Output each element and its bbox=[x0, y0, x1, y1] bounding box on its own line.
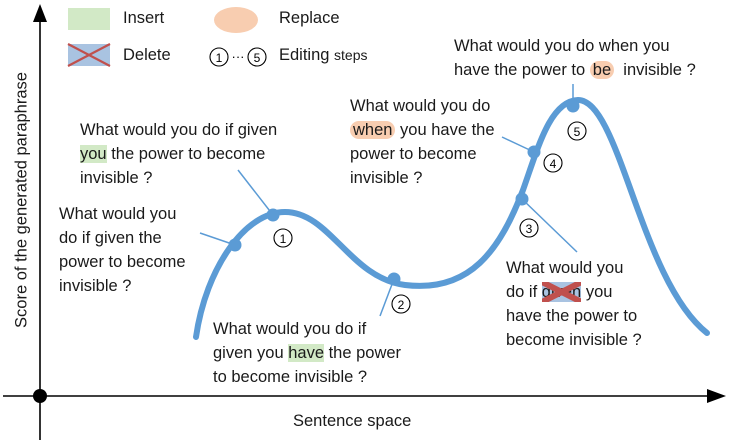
sentence-step-2-pre: given you bbox=[213, 344, 289, 362]
step-marker-4: 4 bbox=[543, 153, 563, 173]
legend-steps-small: steps bbox=[334, 47, 368, 63]
curve-point-step-5 bbox=[566, 99, 580, 113]
sentence-step-3-line-2: do if given you bbox=[506, 280, 642, 304]
sentence-step-4-line-3: power to become bbox=[350, 145, 477, 163]
sentence-step-5-post: invisible ? bbox=[614, 61, 696, 79]
deleted-word-box: given bbox=[541, 282, 582, 302]
sentence-initial-line-3: power to become bbox=[59, 253, 186, 271]
y-axis-arrowhead bbox=[33, 4, 47, 22]
curve-point-step-1 bbox=[266, 208, 280, 222]
connector-s3 bbox=[521, 198, 578, 253]
step-number-2: 2 bbox=[398, 298, 405, 312]
legend-step-dots: ··· bbox=[232, 49, 245, 64]
sentence-step-5: What would you do when you have the powe… bbox=[454, 34, 696, 82]
legend-insert-label: Insert bbox=[123, 9, 165, 27]
step-marker-2: 2 bbox=[391, 294, 411, 314]
sentence-step-3-post: you bbox=[581, 283, 613, 301]
x-axis-label: Sentence space bbox=[293, 412, 412, 430]
legend-steps-label: Editing steps bbox=[279, 46, 368, 65]
delete-cross-icon bbox=[542, 282, 581, 302]
sentence-step-4-line-4: invisible ? bbox=[350, 169, 423, 187]
sentence-step-4: What would you do when you have the powe… bbox=[350, 94, 495, 190]
step-marker-5: 5 bbox=[567, 121, 587, 141]
legend-step-end-number: 5 bbox=[254, 51, 261, 65]
sentence-step-3-line-4: become invisible ? bbox=[506, 331, 642, 349]
origin-dot bbox=[33, 389, 47, 403]
inserted-word: you bbox=[80, 145, 107, 163]
sentence-step-4-line-2: when you have the bbox=[350, 118, 495, 142]
legend-step-end-circle bbox=[247, 47, 267, 67]
curve-point-step-3 bbox=[515, 192, 529, 206]
sentence-step-2-line-3: to become invisible ? bbox=[213, 368, 368, 386]
replaced-word: be bbox=[589, 61, 615, 79]
sentence-step-2-line-2: given you have the power bbox=[213, 341, 401, 365]
sentence-initial-line-4: invisible ? bbox=[59, 277, 132, 295]
sentence-step-1: What would you do if given you the power… bbox=[80, 118, 277, 190]
sentence-step-5-line-1: What would you do when you bbox=[454, 37, 670, 55]
sentence-step-4-line-1: What would you do bbox=[350, 97, 491, 115]
step-marker-3: 3 bbox=[519, 218, 539, 238]
step-number-5: 5 bbox=[574, 125, 581, 139]
legend-replace-swatch bbox=[214, 7, 258, 33]
sentence-initial-line-2: do if given the bbox=[59, 229, 162, 247]
sentence-step-1-line-1: What would you do if given bbox=[80, 121, 278, 139]
legend-replace-label: Replace bbox=[279, 9, 340, 27]
step-number-3: 3 bbox=[526, 222, 533, 236]
connector-s2 bbox=[379, 278, 395, 317]
curve-point-step-2 bbox=[387, 272, 401, 286]
sentence-step-3-pre: do if bbox=[506, 283, 542, 301]
sentence-step-3: What would you do if given you have the … bbox=[506, 256, 642, 352]
sentence-initial: What would you do if given the power to … bbox=[59, 202, 186, 298]
sentence-step-2-post: the power bbox=[324, 344, 402, 362]
legend-step-start-circle bbox=[209, 47, 229, 67]
sentence-initial-line-1: What would you bbox=[59, 205, 177, 223]
sentence-step-1-line-2-rest: the power to become bbox=[106, 145, 266, 163]
legend-delete-cross-b bbox=[67, 43, 111, 67]
sentence-step-4-post: you have the bbox=[395, 121, 495, 139]
curve-point-s0 bbox=[228, 238, 242, 252]
sentence-step-3-line-1: What would you bbox=[506, 259, 624, 277]
connector-s1 bbox=[237, 169, 274, 216]
legend-delete-label: Delete bbox=[123, 46, 171, 64]
legend-step-start-number: 1 bbox=[216, 51, 223, 65]
sentence-step-5-pre: have the power to bbox=[454, 61, 590, 79]
x-axis-arrowhead bbox=[707, 389, 726, 403]
legend-insert-swatch bbox=[68, 8, 110, 30]
curve-point-step-4 bbox=[527, 145, 541, 159]
sentence-step-3-line-3: have the power to bbox=[506, 307, 638, 325]
inserted-word: have bbox=[288, 344, 324, 362]
sentence-step-2-line-1: What would you do if bbox=[213, 320, 367, 338]
sentence-step-2: What would you do if given you have the … bbox=[213, 317, 401, 389]
legend-steps-main: Editing bbox=[279, 46, 330, 64]
step-marker-1: 1 bbox=[273, 228, 293, 248]
sentence-step-1-line-3: invisible ? bbox=[80, 169, 153, 187]
step-number-1: 1 bbox=[280, 232, 287, 246]
sentence-step-1-line-2: you the power to become bbox=[80, 142, 277, 166]
step-number-4: 4 bbox=[550, 157, 557, 171]
sentence-step-5-line-2: have the power to be invisible ? bbox=[454, 58, 696, 82]
replaced-word: when bbox=[350, 121, 396, 139]
y-axis-label: Score of the generated paraphrase bbox=[12, 72, 31, 328]
